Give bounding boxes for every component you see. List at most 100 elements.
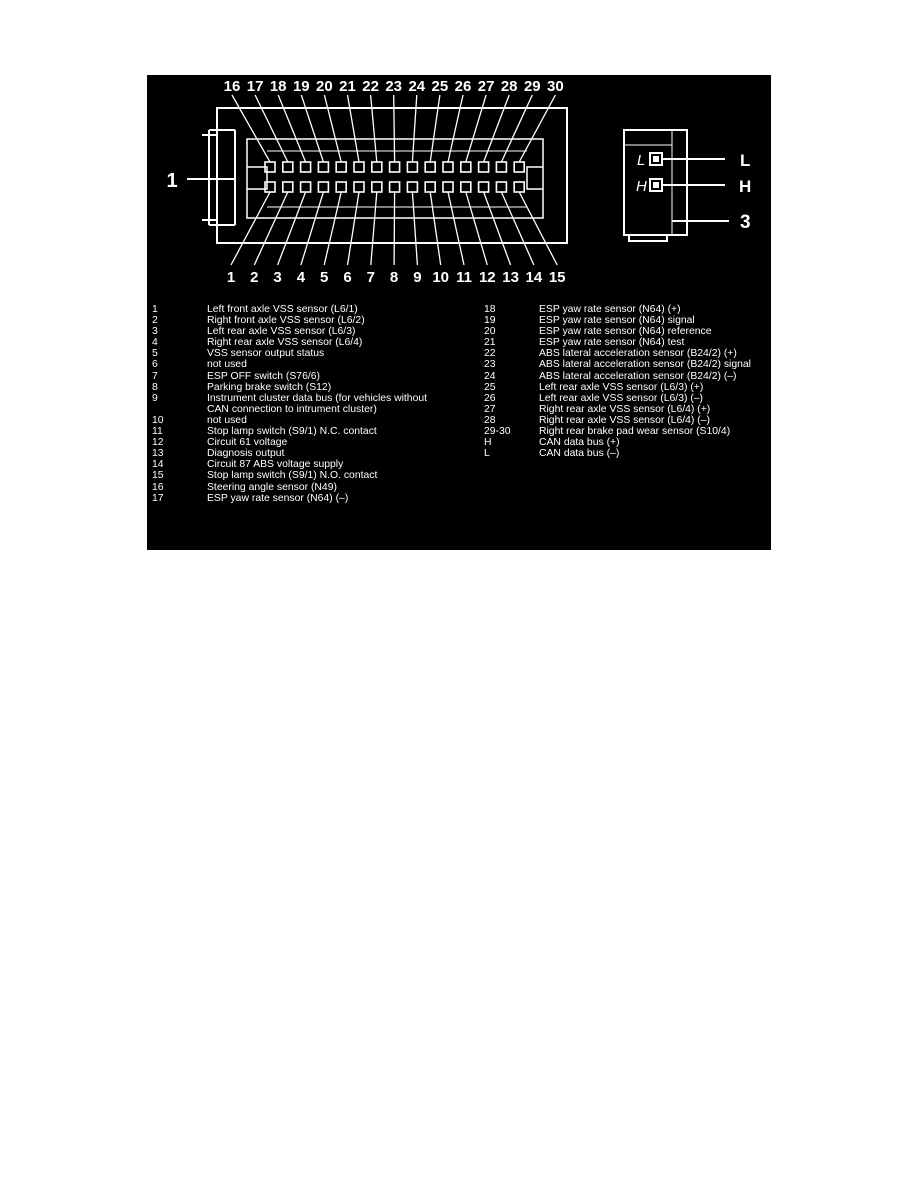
legend-pin-description: Stop lamp switch (S9/1) N.O. contact	[207, 470, 378, 482]
pin-leader-line	[346, 94, 360, 163]
legend-pin-description: VSS sensor output status	[207, 348, 325, 360]
legend-pin-description: ESP yaw rate sensor (N64) signal	[539, 315, 695, 327]
pin-leader-line	[429, 94, 441, 163]
pin-number-label: 14	[526, 269, 543, 286]
pin-number-label: 26	[455, 78, 472, 95]
bottom-pin-6: 6	[343, 181, 365, 286]
top-pin-28: 28	[477, 78, 518, 173]
side-view-pin-l	[649, 152, 725, 166]
pin-leader-line	[482, 191, 512, 266]
side-view-pin-h-marker: H	[636, 178, 647, 195]
pin-socket	[459, 181, 472, 193]
pin-number-label: 11	[456, 269, 472, 286]
legend-pin-description: ESP yaw rate sensor (N64) reference	[539, 326, 712, 338]
bottom-pin-4: 4	[297, 181, 330, 286]
legend-pin-description: Left rear axle VSS sensor (L6/3) (+)	[539, 381, 704, 393]
side-view-pin-l-marker: L	[637, 152, 645, 169]
legend-pin-description: Right front axle VSS sensor (L6/2)	[207, 315, 365, 327]
legend-pin-number: 3	[152, 326, 158, 338]
pin-leader-line	[370, 191, 378, 266]
side-view-label-h: H	[739, 177, 751, 196]
legend-pin-number: 21	[484, 337, 496, 349]
top-pin-16: 16	[224, 78, 276, 173]
legend-pin-description: not used	[207, 414, 247, 426]
top-pin-24: 24	[406, 78, 426, 173]
legend-pin-description: Left rear axle VSS sensor (L6/3) (–)	[539, 392, 704, 404]
legend-pin-description: Stop lamp switch (S9/1) N.C. contact	[207, 426, 377, 438]
housing-label: 1	[166, 170, 177, 192]
pin-number-label: 15	[549, 269, 566, 286]
legend-pin-number: 6	[152, 359, 158, 371]
legend-pin-description: Instrument cluster data bus (for vehicle…	[207, 392, 428, 404]
pin-socket	[299, 161, 312, 173]
legend-pin-number: 15	[152, 470, 164, 482]
pin-socket	[495, 161, 508, 173]
bottom-pin-13: 13	[477, 181, 519, 286]
legend-pin-number: 18	[484, 304, 496, 315]
legend-pin-number: 19	[484, 315, 496, 327]
legend-pin-description: Parking brake switch (S12)	[207, 381, 332, 393]
bottom-pin-9: 9	[406, 181, 422, 286]
pin-socket	[282, 181, 294, 193]
bottom-pin-5: 5	[320, 181, 347, 286]
legend-pin-number: 26	[484, 392, 496, 404]
bottom-pin-12: 12	[459, 181, 496, 286]
pin-socket	[442, 181, 454, 193]
pin-leader-line	[500, 94, 533, 163]
pin-leader-line	[465, 94, 487, 163]
pin-number-label: 2	[250, 269, 258, 286]
legend-pin-number: 23	[484, 359, 496, 371]
pin-leader-line	[500, 191, 535, 266]
pin-number-label: 20	[316, 78, 333, 95]
pin-number-label: 18	[270, 78, 287, 95]
pin-number-label: 12	[479, 269, 496, 286]
legend-pin-number: 13	[152, 448, 164, 460]
legend-pin-description: CAN data bus (+)	[539, 437, 620, 449]
pin-socket	[406, 161, 419, 173]
legend-item: 16 Steering angle sensor (N49)	[152, 482, 452, 493]
bottom-pin-10: 10	[424, 181, 449, 286]
pin-number-label: 13	[502, 269, 519, 286]
pin-leader-line	[447, 94, 464, 163]
legend-pin-number: 14	[152, 459, 164, 471]
pin-socket	[353, 181, 365, 193]
legend-pin-description: Right rear axle VSS sensor (L6/4) (+)	[539, 403, 711, 415]
pin-number-label: 24	[408, 78, 425, 95]
legend-pin-number: 2	[152, 315, 158, 327]
pin-number-label: 19	[293, 78, 310, 95]
legend-pin-number: 22	[484, 348, 496, 360]
pin-number-label: 5	[320, 269, 328, 286]
pin-leader-line	[277, 94, 307, 163]
legend-pin-number: 27	[484, 403, 496, 415]
top-pin-19: 19	[293, 78, 330, 173]
pin-socket	[335, 181, 347, 193]
pin-socket	[353, 161, 365, 173]
pin-leader-line	[393, 94, 396, 163]
legend-pin-number: 28	[484, 414, 496, 426]
pin-leader-line	[411, 94, 418, 163]
top-pin-17: 17	[247, 78, 294, 173]
pin-number-label: 16	[224, 78, 241, 95]
top-pin-26: 26	[442, 78, 472, 173]
legend-pin-description: Steering angle sensor (N49)	[207, 481, 337, 493]
pin-number-label: 7	[367, 269, 375, 286]
top-pin-25: 25	[424, 78, 448, 173]
legend-pin-number: 24	[484, 370, 496, 382]
bottom-pin-1: 1	[227, 181, 276, 286]
pin-leader-line	[447, 191, 465, 266]
top-pin-20: 20	[316, 78, 347, 173]
legend-pin-number: 16	[152, 481, 164, 493]
